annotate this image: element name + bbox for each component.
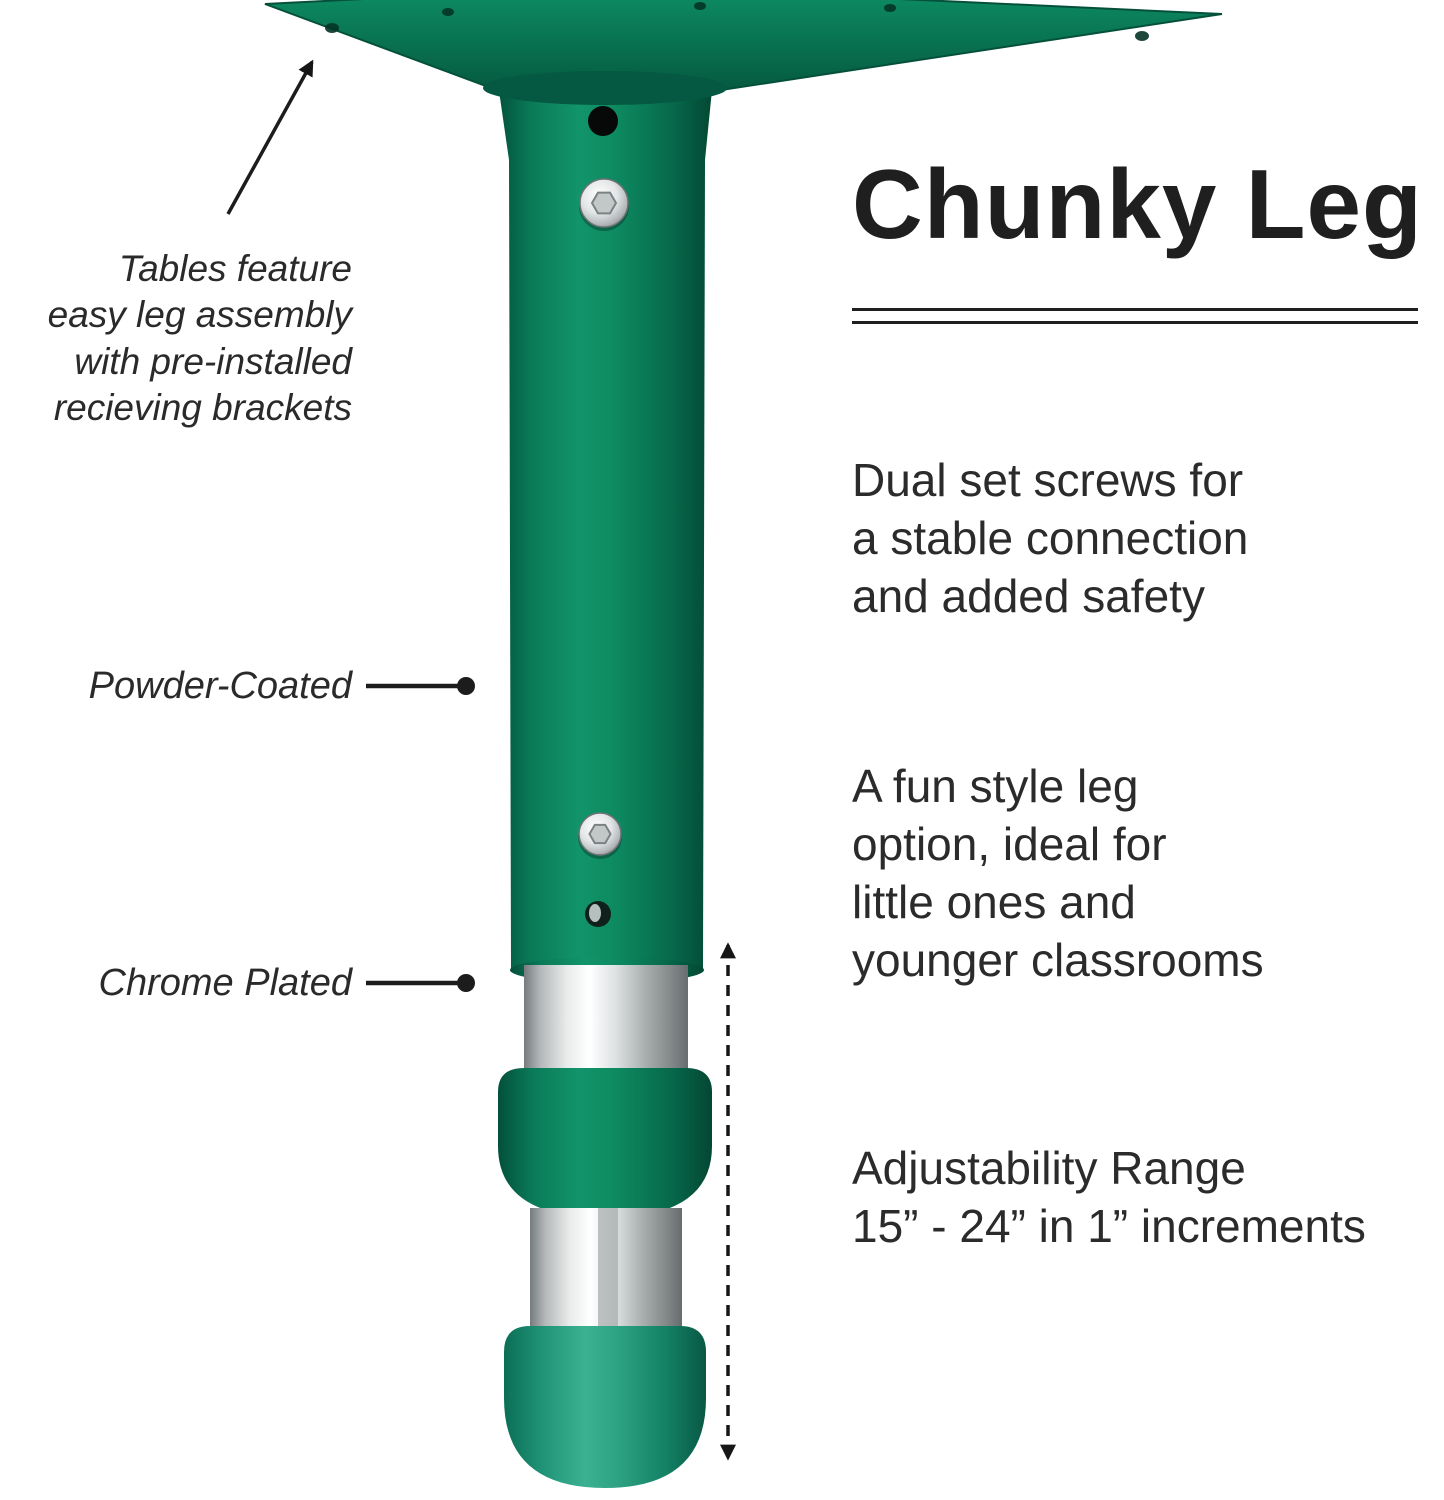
feature-line: Dual set screws for [852,454,1244,506]
chrome-upper-tube [524,965,688,1080]
feature-line: and added safety [852,569,1205,622]
set-screw-lower [578,812,622,859]
feature-line: a stable connection [852,511,1249,564]
plate-holes [325,2,1149,41]
plate-pointer-arrow [226,59,314,215]
powder-coated-leader [366,677,475,695]
feature-line: option, ideal for [852,817,1167,870]
leg-green-tube [496,70,714,970]
feature-fun-style: A fun style leg option, ideal for little… [852,758,1264,990]
chrome-lower-shadow [598,1208,618,1338]
mounting-plate [264,0,1223,93]
assembly-callout-line: easy leg assembly [47,294,352,336]
feature-line: A fun style leg [852,760,1139,812]
feature-adjustability: Adjustability Range 15” - 24” in 1” incr… [852,1140,1366,1256]
foot-cap [504,1326,706,1488]
set-screw-upper [579,178,629,231]
chrome-plated-label: Chrome Plated [98,962,352,1004]
assembly-callout-line: with pre-installed [74,340,352,382]
feature-line: Adjustability Range [852,1142,1246,1194]
feature-line: little ones and [852,875,1136,928]
assembly-callout: Tables feature easy leg assembly with pr… [0,246,352,431]
assembly-callout-line: Tables feature [118,248,352,289]
powder-coated-label: Powder-Coated [88,665,352,707]
feature-line: younger classrooms [852,933,1264,986]
assembly-callout-line: recieving brackets [53,386,352,428]
title-double-underline [852,308,1418,324]
leg-top-hole [588,106,618,136]
chrome-plated-leader [366,974,475,992]
page-title: Chunky Leg [852,149,1423,259]
green-collar [498,1068,712,1218]
adjustment-hole [585,901,611,927]
feature-dual-screws: Dual set screws for a stable connection … [852,452,1248,626]
feature-line: 15” - 24” in 1” increments [852,1199,1366,1252]
leg-hub [483,71,727,105]
